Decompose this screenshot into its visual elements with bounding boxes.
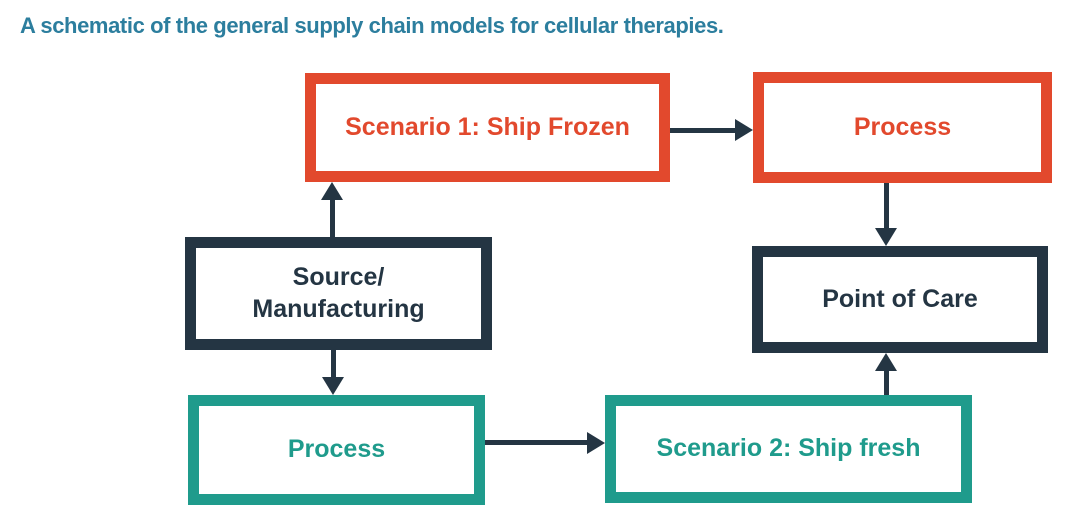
- arrowhead-down-icon: [322, 377, 344, 395]
- node-source-line1: Source/: [292, 263, 385, 292]
- node-scenario2-label: Scenario 2: Ship fresh: [656, 434, 921, 463]
- arrow-line: [330, 199, 335, 237]
- arrowhead-right-icon: [735, 119, 753, 141]
- node-process-fresh: Process: [188, 395, 485, 505]
- arrow-line: [331, 347, 336, 378]
- node-source-manufacturing: Source/ Manufacturing: [185, 237, 492, 350]
- arrowhead-right-icon: [587, 432, 605, 454]
- arrow-line: [884, 370, 889, 395]
- arrow-line: [670, 128, 737, 133]
- node-point-of-care: Point of Care: [752, 246, 1048, 353]
- node-source-manufacturing-label: Source/ Manufacturing: [252, 262, 424, 325]
- node-process-frozen: Process: [753, 72, 1052, 183]
- arrowhead-down-icon: [875, 228, 897, 246]
- arrow-line: [884, 183, 889, 229]
- node-scenario1-ship-frozen: Scenario 1: Ship Frozen: [305, 73, 670, 182]
- node-process-fresh-label: Process: [287, 435, 386, 464]
- arrowhead-up-icon: [875, 353, 897, 371]
- node-scenario1-label: Scenario 1: Ship Frozen: [345, 112, 630, 141]
- node-point-of-care-label: Point of Care: [822, 284, 978, 313]
- node-source-line2: Manufacturing: [252, 294, 425, 323]
- node-scenario2-ship-fresh: Scenario 2: Ship fresh: [605, 395, 972, 503]
- arrowhead-up-icon: [321, 182, 343, 200]
- diagram-title: A schematic of the general supply chain …: [20, 13, 724, 38]
- node-process-frozen-label: Process: [853, 112, 952, 141]
- arrow-line: [485, 440, 589, 445]
